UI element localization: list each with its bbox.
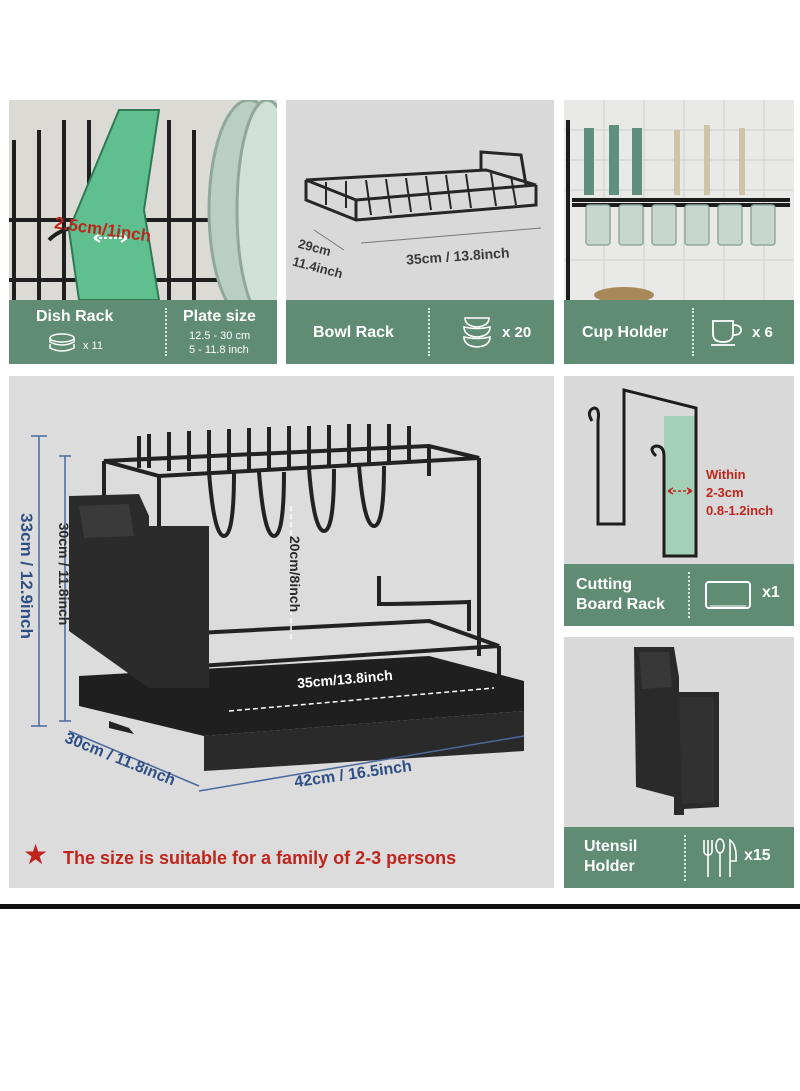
height-tier-label: 20cm/8inch [287, 535, 303, 613]
main-rack-drawing [31, 424, 525, 792]
star-icon: ★ [23, 839, 49, 870]
main-rack-panel: 33cm / 12.9inch 30cm / 11.8inch 20cm/8in… [9, 376, 554, 888]
cup-icon [711, 320, 742, 346]
cup-holder-band: Cup Holder x 6 [564, 300, 794, 364]
cutting-board-panel: Within 2-3cm 0.8-1.2inch Cutting Board R… [564, 376, 794, 626]
divider [688, 572, 690, 618]
bowl-rack-label: Bowl Rack [313, 324, 394, 341]
cup-holder-label: Cup Holder [582, 324, 669, 341]
cup-holder-panel: Cup Holder x 6 [564, 100, 794, 364]
dish-rack-photo [9, 100, 277, 300]
bowls-stack-icon [463, 317, 491, 348]
divider [692, 308, 694, 356]
cup-holder-photo [564, 100, 794, 300]
bowl-rack-panel: 29cm 11.4inch 35cm / 13.8inch Bowl Rack … [286, 100, 554, 364]
bottom-divider [0, 904, 800, 909]
cutting-board-count: x1 [762, 584, 780, 601]
family-note: The size is suitable for a family of 2-3… [63, 848, 457, 868]
height-inner-label: 30cm / 11.8inch [56, 522, 72, 626]
range-cm-label: 2-3cm [706, 485, 744, 500]
note-row: ★ The size is suitable for a family of 2… [23, 839, 553, 874]
height-total-label: 33cm / 12.9inch [17, 513, 36, 639]
utensil-holder-drawing [634, 647, 719, 815]
cutting-board-band: Cutting Board Rack x1 [564, 564, 794, 626]
bowl-rack-count: x 20 [502, 324, 532, 341]
dish-rack-panel: 2.5cm/1inch Dish Rack x 11 Plate size 12… [9, 100, 277, 364]
dish-rack-count: x 11 [83, 340, 103, 352]
divider [428, 308, 430, 356]
utensil-holder-band: Utensil Holder x15 [564, 827, 794, 888]
bowl-rack-drawing [304, 150, 542, 251]
range-inch-label: 0.8-1.2inch [706, 503, 774, 518]
within-label: Within [706, 467, 746, 482]
cup-holder-count: x 6 [752, 324, 773, 341]
utensil-holder-count: x15 [744, 847, 771, 864]
plate-size-cm: 12.5 - 30 cm [189, 330, 251, 342]
board-icon [705, 581, 751, 609]
cutting-board-label-1: Cutting [576, 576, 632, 593]
utensil-holder-label-1: Utensil [584, 838, 638, 855]
utensils-icon [703, 838, 737, 877]
divider [165, 308, 167, 356]
cutting-board-hook-drawing [587, 388, 698, 558]
utensil-holder-label-2: Holder [584, 858, 635, 875]
divider [684, 835, 686, 881]
bowl-rack-band: Bowl Rack x 20 [286, 300, 554, 364]
plate-size-title: Plate size [183, 308, 256, 325]
plate-size-inch: 5 - 11.8 inch [189, 344, 249, 356]
cutting-board-label-2: Board Rack [576, 596, 665, 613]
utensil-holder-panel: Utensil Holder x15 [564, 637, 794, 888]
dish-rack-label: Dish Rack [36, 308, 114, 325]
dish-rack-band: Dish Rack x 11 Plate size 12.5 - 30 cm 5… [9, 300, 277, 364]
plates-stack-icon [49, 333, 75, 352]
